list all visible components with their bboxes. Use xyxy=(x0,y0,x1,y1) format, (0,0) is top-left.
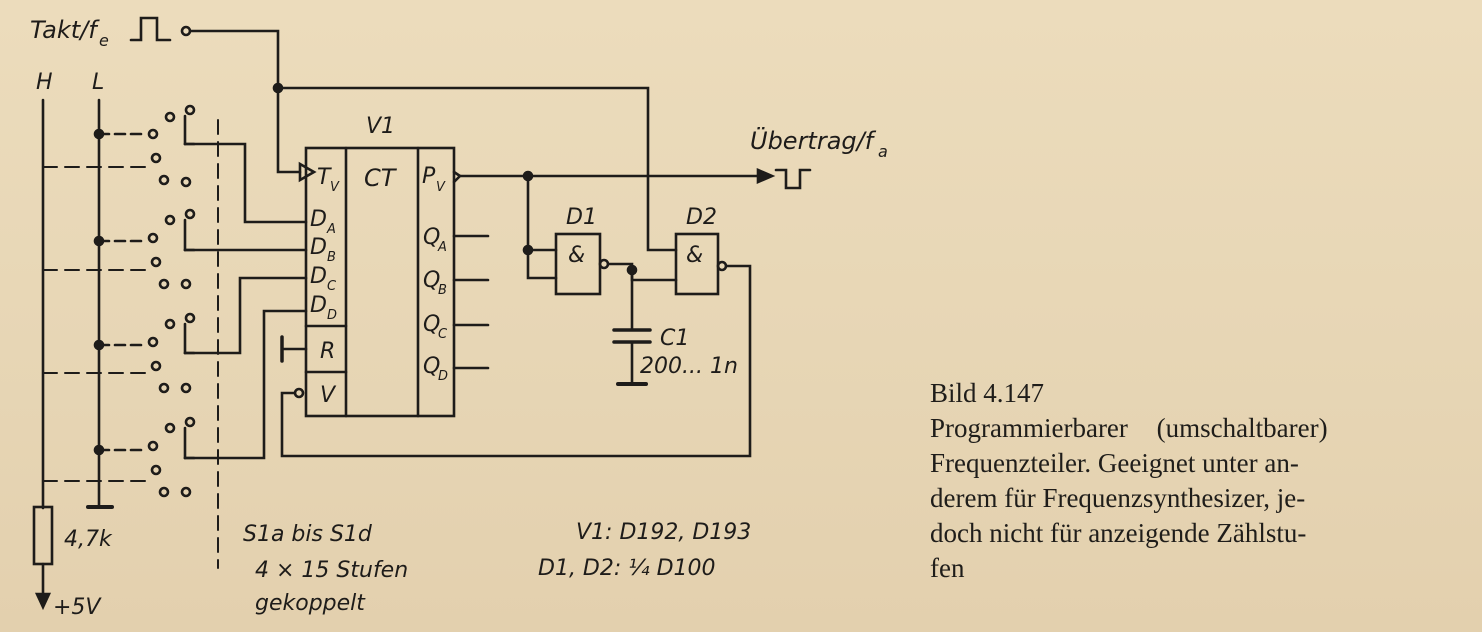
output-pulse-icon xyxy=(774,168,812,190)
clock-wire-to-d2 xyxy=(276,86,678,252)
switch-line2: 4 × 15 Stufen xyxy=(255,558,408,583)
pin-tv-sub: V xyxy=(330,180,340,195)
supply-arrow-icon xyxy=(34,592,52,611)
switch-position-lines xyxy=(42,119,219,569)
gate-d1: D1 & xyxy=(522,174,610,296)
resistor-value: 4,7k xyxy=(64,527,113,552)
pin-r: R xyxy=(320,339,335,364)
resistor xyxy=(32,505,54,566)
caption-line5: fen xyxy=(930,553,965,583)
pin-db: D xyxy=(310,235,327,260)
pin-qd-sub: D xyxy=(438,369,448,384)
pin-da: D xyxy=(310,207,327,232)
pin-v: V xyxy=(320,383,337,408)
caption-line4: doch nicht für anzeigende Zählstu- xyxy=(930,518,1307,548)
counter-v1: V1 CT T V D A D B D C D D R V P V Q A Q … xyxy=(280,114,490,418)
pin-da-sub: A xyxy=(326,222,336,237)
rail-h-label: H xyxy=(36,70,53,95)
output-label-sub: a xyxy=(878,142,888,161)
switch-s1b xyxy=(93,208,308,290)
rail-l-label: L xyxy=(92,70,104,95)
output-arrow-icon xyxy=(756,168,776,184)
ic-line2: D1, D2: ¼ D100 xyxy=(538,556,716,581)
ic-line1: V1: D192, D193 xyxy=(576,520,751,545)
clock-pulse-icon xyxy=(129,16,172,42)
gate-d2: D2 & xyxy=(280,205,752,458)
pin-qa-sub: A xyxy=(437,240,447,255)
pin-qa: Q xyxy=(423,225,440,250)
caption-line3: derem für Frequenzsynthesizer, je- xyxy=(930,483,1306,513)
gate1-symbol: & xyxy=(568,243,585,268)
carry-output: Übertrag/f a xyxy=(452,126,888,190)
gate1-name: D1 xyxy=(566,205,597,230)
pin-qb: Q xyxy=(423,268,440,293)
supply-label: +5V xyxy=(53,595,102,620)
switch-s1a xyxy=(93,104,308,224)
pin-qb-sub: B xyxy=(438,283,447,298)
pin-db-sub: B xyxy=(327,250,336,265)
gate2-name: D2 xyxy=(686,205,717,230)
pin-qc: Q xyxy=(423,312,440,337)
clock-junction xyxy=(272,82,284,94)
clock-wire xyxy=(188,29,302,174)
caption-title: Bild 4.147 xyxy=(930,378,1045,408)
switch-s1d xyxy=(93,309,308,498)
pin-dc-sub: C xyxy=(327,279,337,294)
capacitor-c1: C1 200... 1n xyxy=(612,268,738,386)
clock-label: Takt/f xyxy=(30,16,100,44)
clock-label-sub: e xyxy=(99,31,109,50)
pin-tv: T xyxy=(317,165,332,190)
switch-s1c xyxy=(93,276,308,394)
pin-dd-sub: D xyxy=(327,308,337,323)
gate2-symbol: & xyxy=(686,243,703,268)
pin-pv-sub: V xyxy=(436,180,446,195)
pin-qd: Q xyxy=(423,354,440,379)
pin-dc: D xyxy=(310,264,327,289)
pin-dd: D xyxy=(310,293,327,318)
counter-name: V1 xyxy=(366,114,395,139)
pin-pv: P xyxy=(422,164,436,189)
counter-type: CT xyxy=(364,164,398,192)
ic-notes: V1: D192, D193 D1, D2: ¼ D100 xyxy=(538,520,751,581)
pin-qc-sub: C xyxy=(438,327,448,342)
switch-line3: gekoppelt xyxy=(255,591,366,616)
cap-value: 200... 1n xyxy=(640,354,738,379)
caption-line1: Programmierbarer (umschaltbarer) xyxy=(930,413,1328,443)
cap-name: C1 xyxy=(660,326,689,351)
figure-caption: Bild 4.147 Programmierbarer (umschaltbar… xyxy=(930,376,1458,586)
switch-line1: S1a bis S1d xyxy=(243,522,373,547)
output-label: Übertrag/f xyxy=(750,126,877,155)
switch-notes: S1a bis S1d 4 × 15 Stufen gekoppelt xyxy=(243,522,408,616)
caption-line2: Frequenzteiler. Geeignet unter an- xyxy=(930,448,1299,478)
